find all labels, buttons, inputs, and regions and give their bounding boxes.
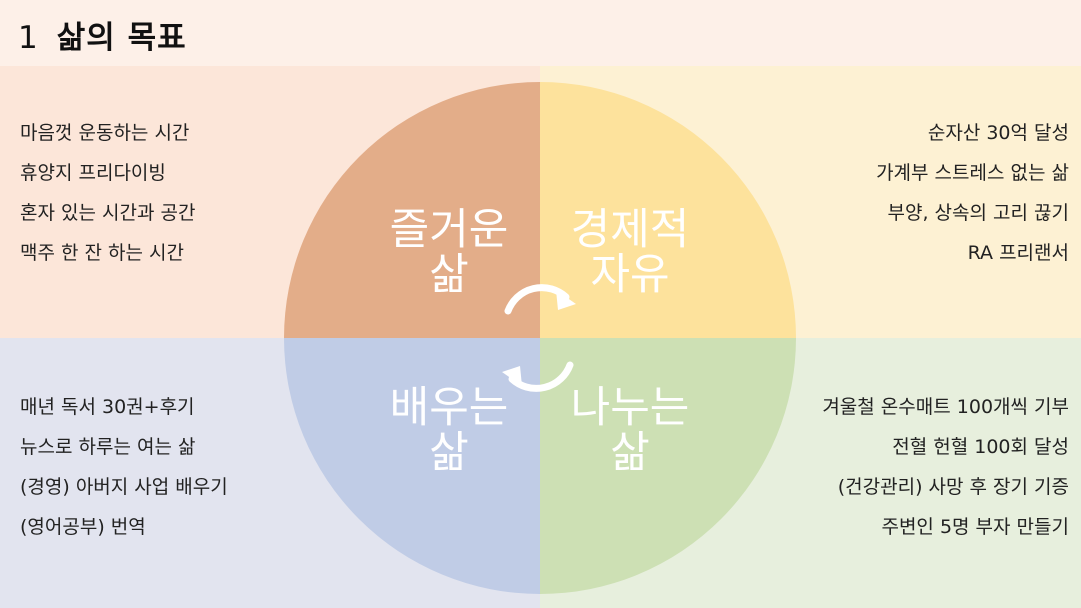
list-item: 휴양지 프리다이빙 xyxy=(20,162,166,184)
title-text: 삶의 목표 xyxy=(56,20,187,56)
list-item: (경영) 아버지 사업 배우기 xyxy=(20,476,228,498)
cycle-arrowhead-bottom-icon xyxy=(502,366,522,386)
list-item: 부양, 상속의 고리 끊기 xyxy=(887,202,1069,224)
slice-sharing xyxy=(540,338,796,594)
cycle-arrows xyxy=(502,284,576,392)
section-number: 1 xyxy=(18,20,39,56)
cycle-arrowhead-top-icon xyxy=(556,290,576,310)
list-item: (건강관리) 사망 후 장기 기증 xyxy=(837,476,1069,498)
joy-label-line1: 즐거운 xyxy=(390,205,509,255)
sharing-label-line1: 나누는 xyxy=(571,383,690,433)
learning-label-line1: 배우는 xyxy=(390,383,509,433)
page-title: 1 삶의 목표 xyxy=(18,12,187,57)
slice-finance xyxy=(540,82,796,338)
sharing-label-line2: 삶 xyxy=(610,428,650,478)
slice-joy xyxy=(284,82,540,338)
list-item: (영어공부) 번역 xyxy=(20,516,146,538)
cycle-arrow-top-icon xyxy=(504,284,570,315)
list-item: 맥주 한 잔 하는 시간 xyxy=(20,242,184,264)
list-item: 뉴스로 하루는 여는 삶 xyxy=(20,436,196,458)
learning-goal-list: 매년 독서 30권+후기 뉴스로 하루는 여는 삶 (경영) 아버지 사업 배우… xyxy=(20,394,228,554)
finance-goal-list: 순자산 30억 달성 가계부 스트레스 없는 삶 부양, 상속의 고리 끊기 R… xyxy=(876,120,1069,280)
list-item: 혼자 있는 시간과 공간 xyxy=(20,202,196,224)
cycle-arrow-bottom-icon xyxy=(508,361,574,392)
list-item: 순자산 30억 달성 xyxy=(927,122,1069,144)
list-item: 겨울철 온수매트 100개씩 기부 xyxy=(822,396,1069,418)
list-item: RA 프리랜서 xyxy=(967,242,1069,264)
joy-label-line2: 삶 xyxy=(429,250,469,300)
list-item: 가계부 스트레스 없는 삶 xyxy=(876,162,1069,184)
title-bar: 1 삶의 목표 xyxy=(0,0,1081,66)
list-item: 주변인 5명 부자 만들기 xyxy=(881,516,1069,538)
finance-label-line2: 자유 xyxy=(590,250,669,300)
slice-learning xyxy=(284,338,540,594)
list-item: 전혈 헌혈 100회 달성 xyxy=(892,436,1069,458)
sharing-goal-list: 겨울철 온수매트 100개씩 기부 전혈 헌혈 100회 달성 (건강관리) 사… xyxy=(822,394,1069,554)
list-item: 마음껏 운동하는 시간 xyxy=(20,122,190,144)
learning-label-line2: 삶 xyxy=(429,428,469,478)
joy-goal-list: 마음껏 운동하는 시간 휴양지 프리다이빙 혼자 있는 시간과 공간 맥주 한 … xyxy=(20,120,195,280)
finance-label-line1: 경제적 xyxy=(571,205,690,255)
list-item: 매년 독서 30권+후기 xyxy=(20,396,195,418)
